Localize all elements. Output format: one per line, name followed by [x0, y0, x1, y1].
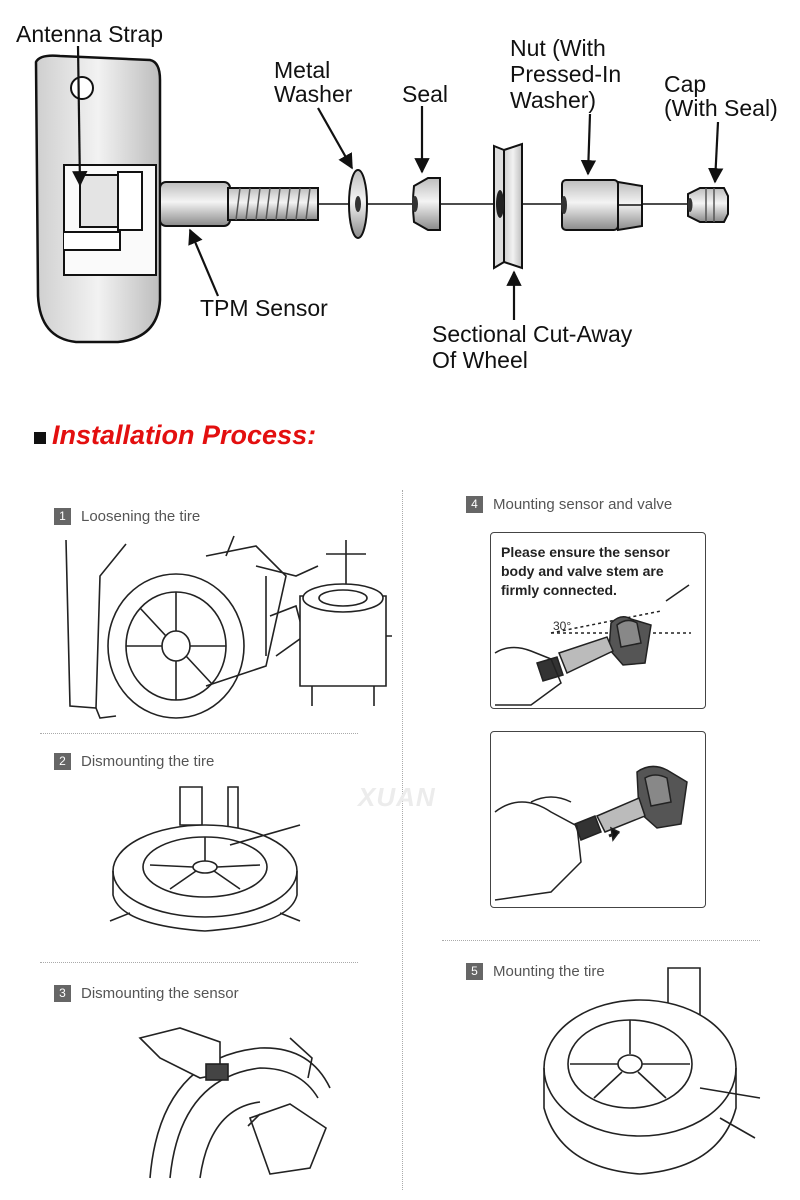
- sensor-valve-connect-panel: Please ensure the sensor body and valve …: [490, 532, 706, 709]
- label-seal: Seal: [402, 81, 449, 107]
- watermark: XUAN: [358, 782, 436, 812]
- column-divider: [402, 490, 403, 1190]
- row-divider: [40, 733, 358, 734]
- label-cap-2: (With Seal): [664, 95, 778, 121]
- label-nut-3: Washer): [510, 87, 597, 113]
- label-metal-washer-2: Washer: [274, 81, 353, 107]
- label-metal-washer-1: Metal: [274, 57, 331, 83]
- angle-label: 30°: [553, 619, 572, 633]
- cap: [687, 187, 729, 223]
- seal: [412, 177, 441, 231]
- label-tpm-sensor: TPM Sensor: [200, 295, 328, 321]
- row-divider: [40, 962, 358, 963]
- bullet-square-icon: [34, 432, 46, 444]
- connection-note: Please ensure the sensor body and valve …: [501, 544, 670, 598]
- label-wheel-1: Sectional Cut-Away: [432, 321, 633, 347]
- label-cap-1: Cap: [664, 71, 707, 97]
- label-nut-2: Pressed-In: [510, 61, 622, 87]
- row-divider: [442, 940, 760, 941]
- wheel-section: [493, 142, 523, 270]
- exploded-diagram: [34, 45, 729, 344]
- step-1-illustration: [65, 535, 392, 719]
- leader-arrows: [72, 45, 724, 320]
- step-5-illustration: [543, 967, 761, 1175]
- label-wheel-2: Of Wheel: [432, 347, 528, 373]
- label-antenna-strap: Antenna Strap: [16, 21, 164, 47]
- metal-washer: [348, 169, 368, 239]
- sensor-valve-insert-panel: [490, 731, 706, 908]
- valve-stem: [159, 181, 319, 227]
- nut: [561, 179, 643, 232]
- installation-title: Installation Process:: [34, 420, 316, 451]
- label-nut-1: Nut (With: [510, 35, 606, 61]
- step-2-illustration: [109, 786, 301, 932]
- tpm-sensor-body: [34, 54, 162, 344]
- step-3-illustration: [138, 1027, 331, 1179]
